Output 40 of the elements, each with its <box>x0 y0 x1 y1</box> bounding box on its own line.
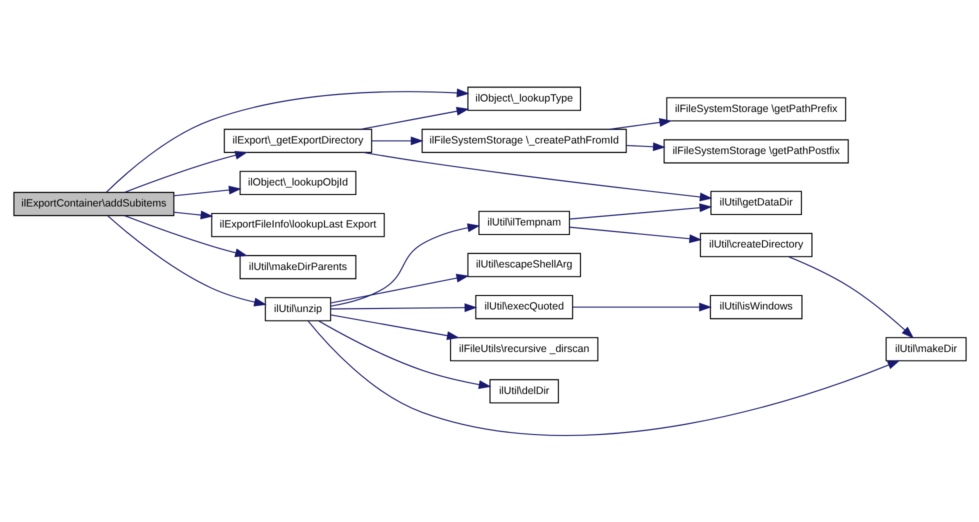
node-box: ilUtil\createDirectory <box>699 232 812 257</box>
arrow <box>626 142 666 151</box>
arrow <box>124 214 248 257</box>
node-box: ilFileSystemStorage \getPathPostfix <box>663 138 848 163</box>
node-box: ilUtil\delDir <box>488 378 558 403</box>
arrow <box>330 273 469 303</box>
arrow <box>569 202 712 220</box>
node-box: ilExport\_getExportDirectory <box>223 128 372 152</box>
arrow <box>330 302 477 312</box>
arrow <box>572 302 712 312</box>
node-box: ilObject\_lookupObjId <box>239 170 356 195</box>
arrow <box>173 185 241 196</box>
node-box: ilUtil\isWindows <box>709 294 802 319</box>
node-box: ilUtil\ilTempnam <box>478 210 570 235</box>
node-box: ilUtil\unzip <box>264 296 331 321</box>
arrow <box>788 256 914 338</box>
node-box: ilExportFileInfo\lookupLast Export <box>210 212 384 237</box>
node-box: ilUtil\makeDir <box>885 336 966 361</box>
arrow <box>371 136 423 145</box>
arrow <box>307 320 900 436</box>
arrow <box>106 214 266 306</box>
arrow <box>360 106 469 130</box>
node-box: ilExportContainer\addSubitems <box>12 191 174 216</box>
arrow <box>569 226 702 243</box>
node-box: ilUtil\execQuoted <box>474 294 573 319</box>
arrow <box>362 151 712 201</box>
node-box: ilFileSystemStorage \_createPathFromId <box>421 128 626 152</box>
arrow <box>173 210 213 219</box>
arrow <box>318 320 491 388</box>
node-box: ilUtil\getDataDir <box>710 190 802 215</box>
arrow <box>124 150 248 192</box>
node-box: ilFileSystemStorage \getPathPrefix <box>666 96 846 121</box>
node-box: ilUtil\makeDirParents <box>239 254 356 279</box>
node-box: ilObject\_lookupType <box>466 86 580 110</box>
arrow <box>608 118 672 130</box>
arrow <box>105 88 469 192</box>
arrow <box>330 314 460 340</box>
node-box: ilFileUtils\recursive _dirscan <box>450 336 598 361</box>
arrow <box>330 222 480 306</box>
node-box: ilUtil\escapeShellArg <box>466 252 580 277</box>
